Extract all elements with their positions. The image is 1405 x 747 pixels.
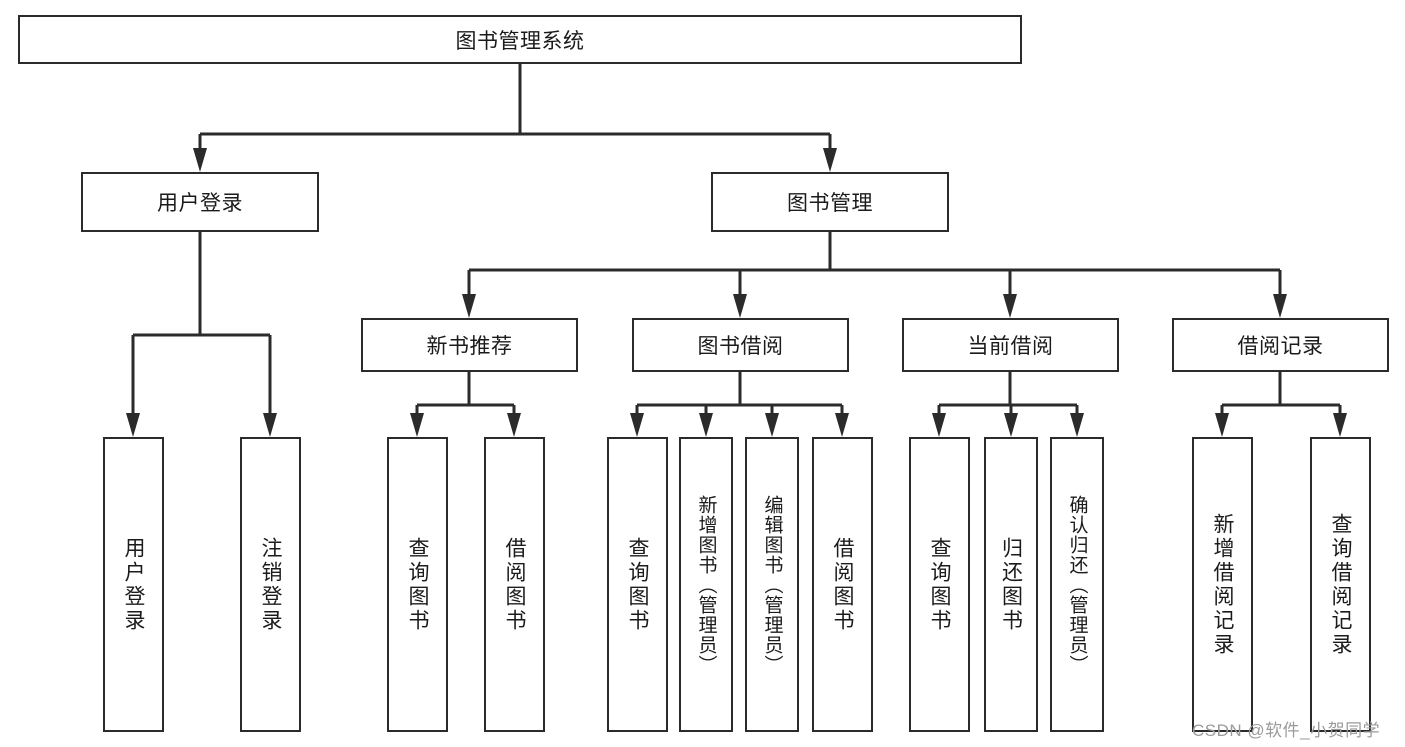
arrow-head-icon-borrow-to-leaves-0 [630,413,644,437]
node-label: 新增借阅记录 [1211,512,1234,657]
arrow-head-icon-book-manage-to-level3-1 [733,294,747,318]
arrow-head-icon-recommend-to-leaves-1 [507,413,521,437]
node-root[interactable]: 图书管理系统 [18,15,1022,64]
node-leaf-user-logout[interactable]: 注销登录 [240,437,301,732]
node-leaf-edit-book[interactable]: 编辑图书（管理员） [745,437,799,732]
csdn-watermark: CSDN @软件_小贺同学 [1192,721,1381,740]
node-label: 借阅图书 [831,536,854,633]
node-label: 新增图书（管理员） [695,494,717,675]
node-label: 查询图书 [406,536,429,633]
arrow-head-icon-borrow-to-leaves-1 [699,413,713,437]
node-label: 图书管理 [787,192,873,215]
node-leaf-query-book-c[interactable]: 查询图书 [909,437,970,732]
arrow-head-icon-user-login-to-leaves-1 [263,413,277,437]
node-book-manage[interactable]: 图书管理 [711,172,949,232]
node-label: 归还图书 [999,536,1023,633]
arrow-head-icon-book-manage-to-level3-2 [1003,294,1017,318]
node-leaf-confirm-return[interactable]: 确认归还（管理员） [1050,437,1104,732]
node-leaf-borrow-book-b[interactable]: 借阅图书 [812,437,873,732]
arrow-head-icon-current-to-leaves-0 [932,413,946,437]
arrow-head-icon-recommend-to-leaves-0 [410,413,424,437]
node-label: 用户登录 [157,192,243,215]
node-leaf-query-book-b[interactable]: 查询图书 [607,437,668,732]
node-leaf-add-borrow-record[interactable]: 新增借阅记录 [1192,437,1253,732]
arrow-head-icon-root-to-level2-0 [193,148,207,172]
arrow-head-icon-borrow-to-leaves-3 [835,413,849,437]
node-leaf-query-book-a[interactable]: 查询图书 [387,437,448,732]
arrow-head-icon-book-manage-to-level3-3 [1273,294,1287,318]
node-label: 确认归还（管理员） [1066,494,1088,675]
node-label: 查询借阅记录 [1329,512,1352,657]
node-label: 借阅记录 [1237,335,1324,358]
node-label: 编辑图书（管理员） [761,494,783,675]
node-borrow-record[interactable]: 借阅记录 [1172,318,1389,372]
node-book-borrow[interactable]: 图书借阅 [632,318,849,372]
arrow-head-icon-current-to-leaves-1 [1004,413,1018,437]
node-leaf-borrow-book-a[interactable]: 借阅图书 [484,437,545,732]
node-label: 注销登录 [259,536,282,633]
arrow-head-icon-book-manage-to-level3-0 [462,294,476,318]
node-label: 查询图书 [928,536,951,633]
arrow-head-icon-root-to-level2-1 [823,148,837,172]
node-label: 借阅图书 [503,536,526,633]
node-leaf-return-book[interactable]: 归还图书 [984,437,1038,732]
node-label: 图书借阅 [697,335,784,358]
arrow-head-icon-borrow-to-leaves-2 [765,413,779,437]
node-label: 图书管理系统 [455,29,585,53]
arrow-head-icon-record-to-leaves-1 [1333,413,1347,437]
node-label: 用户登录 [122,536,145,633]
node-new-book-recommend[interactable]: 新书推荐 [361,318,578,372]
node-leaf-user-login[interactable]: 用户登录 [103,437,164,732]
node-user-login[interactable]: 用户登录 [81,172,319,232]
arrow-head-icon-current-to-leaves-2 [1070,413,1084,437]
node-leaf-query-borrow-record[interactable]: 查询借阅记录 [1310,437,1371,732]
arrow-head-icon-user-login-to-leaves-0 [126,413,140,437]
arrow-head-icon-record-to-leaves-0 [1215,413,1229,437]
node-leaf-add-book[interactable]: 新增图书（管理员） [679,437,733,732]
node-label: 新书推荐 [426,335,513,358]
node-label: 当前借阅 [967,335,1054,358]
node-current-borrow[interactable]: 当前借阅 [902,318,1119,372]
node-label: 查询图书 [626,536,649,633]
